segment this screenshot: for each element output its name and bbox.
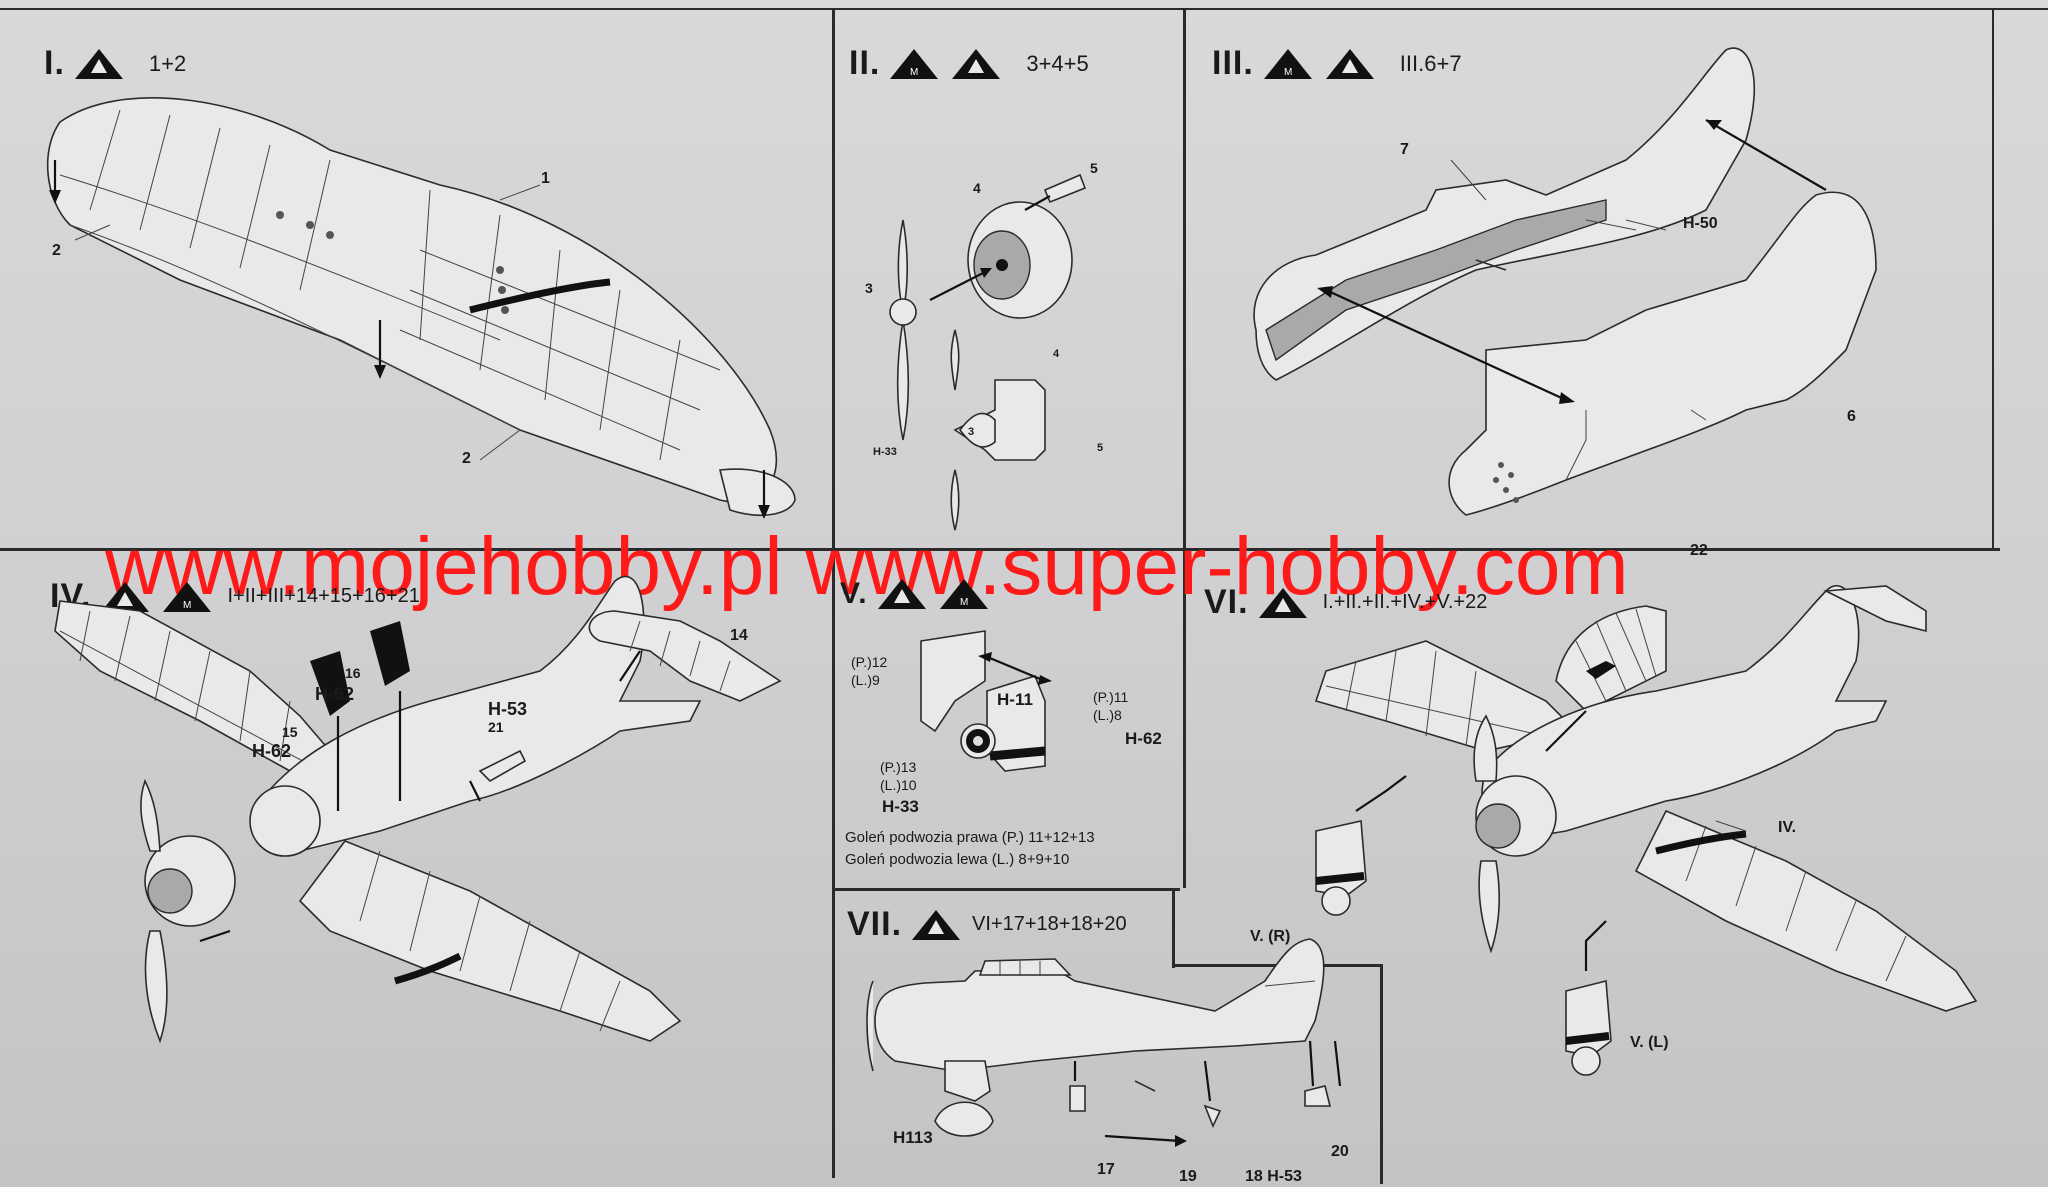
step-7-panel: VII. VI+17+18+18+20 H113 17 19 18 H-53 2… [835, 891, 1380, 1187]
step-numeral: VI. [1204, 583, 1249, 621]
part-label: 7 [1400, 141, 1409, 158]
svg-text:M: M [1284, 67, 1292, 78]
part-label: H-33 [882, 797, 919, 816]
part-label: 17 [1097, 1161, 1115, 1178]
step-1-panel: I. 1+2 1 2 2 [0, 10, 832, 548]
part-label: 5 [1097, 442, 1104, 454]
part-label: 19 [1179, 1168, 1197, 1185]
gear-caption-right: Goleń podwozia prawa (P.) 11+12+13 [845, 829, 1095, 846]
part-label: (P.)11 [1093, 689, 1129, 705]
paint-brush-icon: M [890, 48, 939, 79]
part-label: 2 [52, 242, 61, 259]
step-sequence: I+II+III+14+15+16+21 [227, 585, 420, 607]
wing-assembly-drawing [46, 97, 796, 519]
part-label: H-50 [1683, 215, 1718, 232]
part-label: 16 [345, 665, 361, 681]
watermark-text: www.mojehobby.pl www.super-hobby.com [105, 521, 1629, 612]
part-label: 21 [488, 719, 504, 735]
step-3-panel: III. M III.6+7 7 H-50 6 [1186, 10, 1992, 548]
divider-top [0, 8, 2048, 10]
engine-propeller-drawing [889, 173, 1087, 531]
step-numeral: VII. [847, 905, 903, 943]
glue-icon [101, 581, 150, 612]
part-label: 20 [1331, 1143, 1349, 1160]
part-label: 22 [1690, 542, 1708, 559]
part-label: H-62 [252, 741, 292, 761]
paint-brush-icon: M [163, 581, 212, 612]
part-label: 6 [1847, 408, 1856, 425]
divider-v4 [1380, 964, 1383, 1184]
paint-brush-icon: M [1263, 48, 1312, 79]
part-label: V. (R) [1250, 928, 1291, 945]
part-label: H-53 [488, 699, 528, 719]
step-numeral: I. [44, 44, 65, 82]
part-label: 2 [462, 450, 471, 467]
part-label: 15 [282, 724, 298, 740]
part-label: H113 [893, 1128, 933, 1147]
part-label: IV. [1778, 819, 1797, 836]
divider-h1 [0, 548, 2000, 551]
step-sequence: III.6+7 [1399, 50, 1462, 76]
part-label: 3 [968, 426, 975, 438]
svg-text:M: M [183, 600, 191, 611]
step-sequence: 3+4+5 [1026, 50, 1089, 76]
step-5-panel: V. M (P.)12 (L.)9 H-11 (P.)11 (L.)8 H-62… [835, 551, 1180, 888]
part-label: 3 [865, 280, 873, 296]
part-label: (L.)10 [880, 777, 917, 793]
final-assembly-drawing [1314, 584, 1978, 1076]
part-label: 4 [973, 180, 981, 196]
glue-icon [1258, 587, 1307, 618]
part-label: 18 H-53 [1245, 1168, 1302, 1185]
step-sequence: 1+2 [148, 50, 187, 76]
landing-gear-drawing [920, 630, 1052, 772]
step-4-panel: IV. M I+II+III+14+15+16+21 [0, 551, 832, 1181]
part-label: 1 [541, 170, 550, 187]
part-label: H-62 [1125, 729, 1162, 748]
divider-h2 [835, 888, 1180, 891]
part-label: (L.)9 [851, 672, 880, 688]
paint-brush-icon: M [939, 579, 988, 609]
step-sequence: I.+II.+II.+IV.+V.+22 [1322, 591, 1488, 613]
glue-icon [1325, 48, 1374, 79]
fuselage-wing-drawing [54, 575, 782, 1044]
step-numeral: II. [849, 44, 881, 82]
divider-v2 [1183, 8, 1186, 888]
step-sequence: VI+17+18+18+20 [972, 913, 1127, 935]
part-label: 4 [1053, 348, 1060, 360]
glue-icon [952, 48, 1001, 79]
part-label: H-11 [997, 690, 1033, 709]
part-label: V. (L) [1630, 1034, 1669, 1051]
part-label: (P.)12 [851, 654, 888, 670]
part-label: H-33 [873, 446, 897, 458]
divider-v1 [832, 8, 835, 1178]
part-label: H-62 [315, 684, 355, 704]
side-view-drawing [866, 938, 1342, 1147]
part-label: (L.)8 [1093, 707, 1122, 723]
part-label: (P.)13 [880, 759, 917, 775]
part-label: 5 [1090, 160, 1098, 176]
glue-icon [877, 579, 926, 609]
step-6-panel: VI. I.+II.+II.+IV.+V.+22 [1186, 542, 1992, 1181]
divider-v3 [1172, 888, 1175, 968]
fuselage-halves-drawing [1253, 47, 1877, 516]
gear-caption-left: Goleń podwozia lewa (L.) 8+9+10 [845, 851, 1070, 868]
svg-text:M: M [910, 67, 918, 78]
step-numeral: III. [1212, 44, 1254, 82]
divider-right [1992, 8, 1994, 548]
svg-text:M: M [960, 597, 968, 608]
step-numeral: V. [840, 577, 868, 610]
step-2-panel: II. M 3+4+5 4 5 3 H-33 4 3 5 [835, 10, 1183, 548]
glue-icon [74, 48, 123, 79]
glue-icon [912, 909, 961, 940]
part-label: 14 [730, 627, 748, 644]
